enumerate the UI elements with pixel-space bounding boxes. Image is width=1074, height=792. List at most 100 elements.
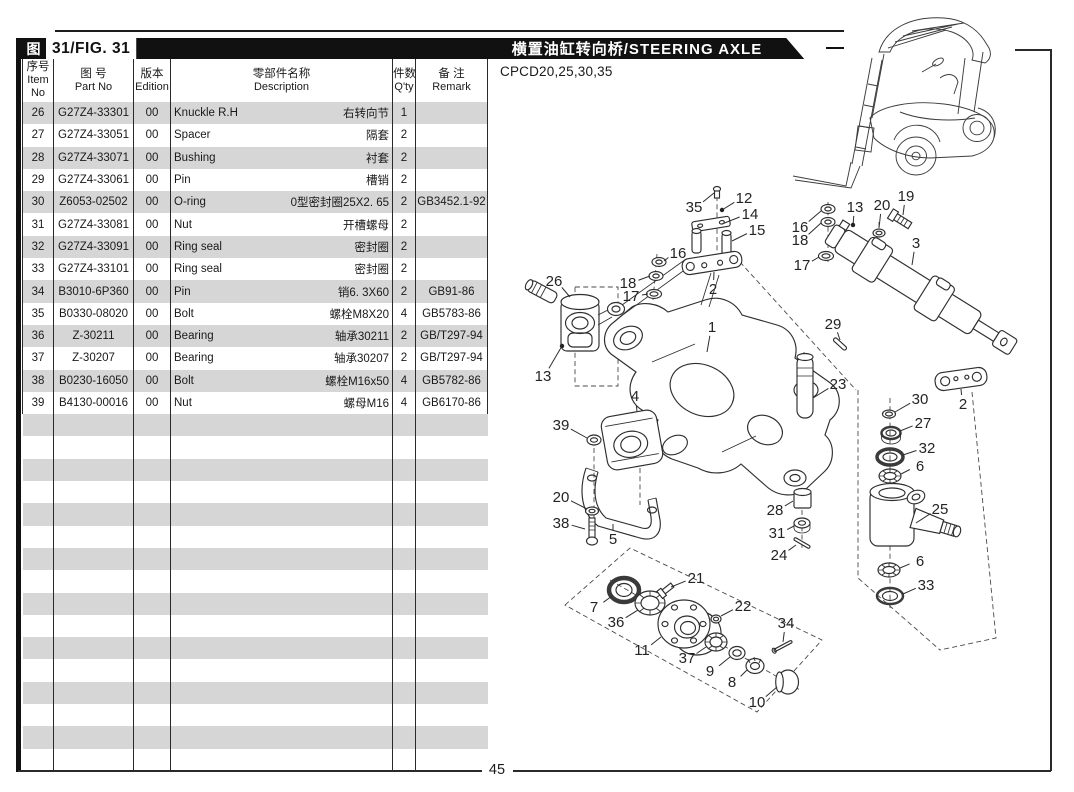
steering-cylinder-drawing	[824, 208, 1018, 355]
cell-qty: 2	[392, 191, 416, 214]
callout-20: 20	[553, 489, 570, 506]
description-zh: 衬套	[366, 152, 389, 165]
callout-29: 29	[825, 316, 842, 333]
callout-leader	[663, 257, 669, 262]
exploded-view-diagram: 3512141516181721320193161817261312923230…	[524, 17, 1018, 713]
cell-qty: 2	[392, 213, 416, 236]
cell-part-no: G27Z4-33081	[53, 213, 134, 236]
callout-leader	[960, 388, 963, 396]
table-row: 33 G27Z4-33101 00 Ring seal 密封圈 2	[22, 258, 488, 281]
cell-description: Knuckle R.H 右转向节	[170, 102, 393, 125]
table-row-empty	[22, 525, 488, 548]
callout-32: 32	[919, 440, 936, 457]
table-row-empty	[22, 547, 488, 571]
callout-2: 2	[709, 281, 717, 298]
callout-27: 27	[915, 415, 932, 432]
table-row-empty	[22, 659, 488, 682]
cell-part-no: B0230-16050	[53, 369, 134, 392]
description-zh: 螺栓M8X20	[329, 308, 389, 321]
callout-28: 28	[767, 502, 784, 519]
cell-edition: 00	[133, 146, 171, 169]
footer-rule-left	[18, 770, 482, 772]
callout-35: 35	[686, 199, 703, 216]
callout-30: 30	[912, 391, 929, 408]
description-zh: 螺母M16	[343, 398, 389, 410]
cell-item-no: 33	[22, 258, 54, 281]
left-edge-bar	[16, 38, 21, 772]
axle-housing-drawing	[604, 272, 840, 496]
callout-leader	[812, 387, 829, 399]
callout-leader	[902, 587, 916, 595]
cell-edition: 00	[133, 280, 171, 303]
callout-2: 2	[959, 396, 967, 413]
table-row: 34 B3010-6P360 00 Pin 销6. 3X60 2 GB91-86	[22, 280, 488, 303]
callout-6: 6	[916, 553, 924, 570]
cell-item-no: 30	[22, 191, 54, 214]
table-row-empty	[22, 481, 488, 504]
col-qty: 件数 Q'ty	[392, 59, 416, 102]
description-en: Bearing	[174, 330, 214, 343]
figure-glyph-box: 图	[21, 38, 46, 59]
cell-description: O-ring 0型密封圈25X2. 65	[170, 191, 393, 214]
callout-dot	[719, 207, 725, 213]
lower-seal-bearing-stack	[875, 562, 905, 606]
table-row-empty	[22, 570, 488, 593]
cell-qty: 4	[392, 391, 416, 415]
cell-part-no: B4130-00016	[53, 391, 134, 415]
left-knuckle-drawing	[524, 279, 626, 352]
cell-item-no: 27	[22, 124, 54, 147]
cell-item-no: 31	[22, 213, 54, 236]
cell-remark: GB3452.1-92	[415, 191, 488, 214]
cell-part-no: G27Z4-33071	[53, 146, 134, 169]
callout-31: 31	[769, 525, 786, 542]
callout-leader	[670, 580, 686, 588]
left-nut-washer-stack	[645, 256, 667, 300]
callout-leader	[706, 335, 711, 353]
cell-remark: GB6170-86	[415, 391, 488, 415]
cell-description: Nut 螺母M16	[170, 391, 393, 415]
cell-part-no: Z-30211	[53, 324, 134, 348]
callout-leader	[635, 404, 638, 413]
description-zh: 密封圈	[354, 241, 390, 254]
cell-description: Spacer 隔套	[170, 124, 393, 147]
callout-12: 12	[736, 190, 753, 207]
cell-edition: 00	[133, 258, 171, 281]
callout-leader	[731, 233, 748, 242]
top-right-bracket-rule	[1015, 49, 1051, 51]
cell-qty: 2	[392, 324, 416, 348]
cell-remark: GB5783-86	[415, 302, 488, 325]
cell-edition: 00	[133, 191, 171, 214]
top-border-rule	[55, 30, 844, 32]
description-zh: 销6. 3X60	[337, 286, 389, 299]
callout-leader	[878, 213, 882, 229]
callout-9: 9	[706, 663, 714, 680]
king-pin-drawing	[796, 337, 848, 419]
model-applicability: CPCD20,25,30,35	[500, 64, 613, 79]
page-number: 45	[488, 762, 506, 778]
cell-qty: 2	[392, 168, 416, 192]
description-en: O-ring	[174, 196, 206, 209]
callout-leader	[740, 669, 748, 677]
cell-item-no: 32	[22, 235, 54, 259]
cell-item-no: 26	[22, 102, 54, 125]
table-row-empty	[22, 748, 488, 771]
cell-edition: 00	[133, 369, 171, 392]
cell-part-no: G27Z4-33301	[53, 102, 134, 125]
callout-14: 14	[742, 206, 759, 223]
titlebar-tail-rule	[826, 47, 844, 49]
cell-item-no: 28	[22, 146, 54, 169]
callout-leader	[721, 216, 740, 225]
table-row: 29 G27Z4-33061 00 Pin 槽销 2	[22, 168, 488, 192]
cell-edition: 00	[133, 302, 171, 325]
table-row: 31 G27Z4-33081 00 Nut 开槽螺母 2	[22, 213, 488, 236]
table-row-empty	[22, 592, 488, 615]
callout-6: 6	[916, 458, 924, 475]
cell-item-no: 38	[22, 369, 54, 392]
right-link-drawing	[934, 366, 988, 392]
table-row: 36 Z-30211 00 Bearing 轴承30211 2 GB/T297-…	[22, 324, 488, 348]
table-row-empty	[22, 458, 488, 482]
col-description: 零部件名称 Description	[170, 59, 393, 102]
callout-dot	[559, 343, 565, 349]
callout-34: 34	[778, 615, 795, 632]
